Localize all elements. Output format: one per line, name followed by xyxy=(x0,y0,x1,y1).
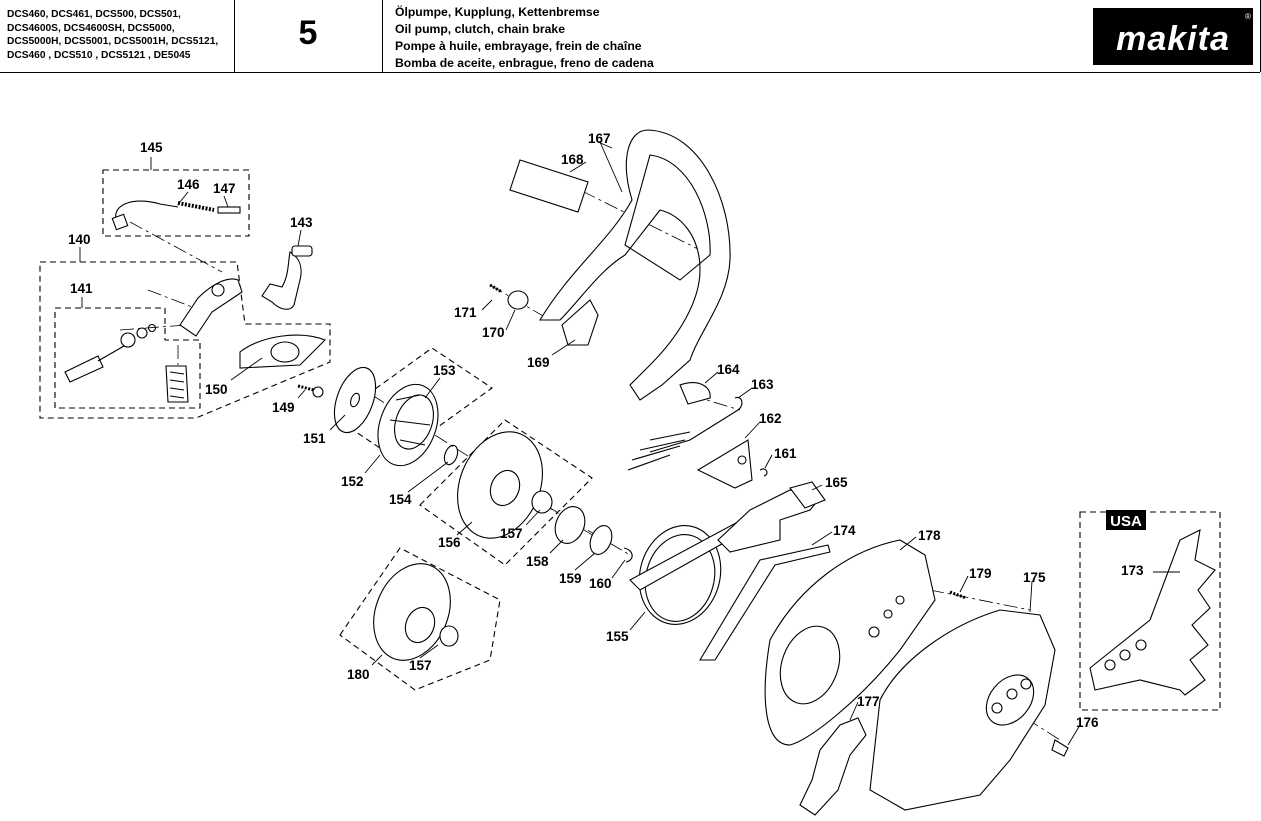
model-line: DCS460, DCS461, DCS500, DCS501, xyxy=(7,9,181,20)
group-frame-152 xyxy=(334,347,493,459)
sprocket-cover-part xyxy=(799,609,1069,816)
usa-badge-label: USA xyxy=(1110,513,1142,530)
clutch-drum-parts xyxy=(373,431,633,661)
usa-badge xyxy=(1106,510,1146,530)
part-label-146: 146 xyxy=(177,177,200,192)
part-label-171: 171 xyxy=(454,305,477,320)
part-label-163: 163 xyxy=(751,377,774,392)
part-label-169: 169 xyxy=(527,355,550,370)
part-label-164: 164 xyxy=(717,362,740,377)
part-label-177: 177 xyxy=(857,694,880,709)
part-label-170: 170 xyxy=(482,325,505,340)
part-label-180: 180 xyxy=(347,667,370,682)
title-de: Ölpumpe, Kupplung, Kettenbremse xyxy=(395,5,600,19)
title-en: Oil pump, clutch, chain brake xyxy=(395,22,565,36)
part-label-167: 167 xyxy=(588,131,611,146)
clutch-parts xyxy=(297,366,459,467)
group-frame-usa xyxy=(1079,511,1221,711)
part-label-176: 176 xyxy=(1076,715,1099,730)
part-label-153: 153 xyxy=(433,363,456,378)
part-label-162: 162 xyxy=(759,411,782,426)
chain-plate-parts xyxy=(699,539,967,746)
brake-linkage-parts xyxy=(627,382,826,553)
page-number: 5 xyxy=(298,14,318,52)
part-label-174: 174 xyxy=(833,523,856,538)
hose-part xyxy=(261,245,313,310)
part-callouts: 145 146 147 143 140 141 150 149 151 153 … xyxy=(68,131,1144,730)
registered-mark: ® xyxy=(1245,12,1251,21)
part-label-140: 140 xyxy=(68,232,91,247)
header-divider xyxy=(382,0,383,72)
part-label-159: 159 xyxy=(559,571,582,586)
part-label-156: 156 xyxy=(438,535,461,550)
model-line: DCS5000H, DCS5001, DCS5001H, DCS5121, xyxy=(7,36,219,48)
part-label-149: 149 xyxy=(272,400,295,415)
part-label-143: 143 xyxy=(290,215,313,230)
part-label-147: 147 xyxy=(213,181,236,196)
part-label-155: 155 xyxy=(606,629,629,644)
part-label-157: 157 xyxy=(409,658,432,673)
bumper-spike-part xyxy=(1089,529,1216,696)
model-line: DCS460 , DCS510 , DCS5121 , DE5045 xyxy=(7,49,191,61)
part-label-160: 160 xyxy=(589,576,612,591)
part-label-157: 157 xyxy=(500,526,523,541)
header-divider xyxy=(234,0,235,72)
part-label-151: 151 xyxy=(303,431,326,446)
model-list: DCS460, DCS461, DCS500, DCS501, DCS4600S… xyxy=(7,8,235,62)
group-frame-180 xyxy=(339,547,501,691)
makita-logo: makita ® xyxy=(1093,8,1253,65)
title-fr: Pompe à huile, embrayage, frein de chaîn… xyxy=(395,39,642,53)
title-es: Bomba de aceite, enbrague, freno de cade… xyxy=(395,56,654,70)
part-label-175: 175 xyxy=(1023,570,1046,585)
part-label-158: 158 xyxy=(526,554,549,569)
group-frame-141 xyxy=(54,307,201,409)
group-frame-145 xyxy=(102,169,250,237)
page-header: DCS460, DCS461, DCS500, DCS501, DCS4600S… xyxy=(0,0,1261,73)
part-label-152: 152 xyxy=(341,474,364,489)
group-frame-140 xyxy=(39,261,331,419)
leader-lines xyxy=(79,141,1180,746)
oil-line-parts xyxy=(111,200,241,231)
hand-guard-part xyxy=(489,129,731,401)
part-label-154: 154 xyxy=(389,492,412,507)
part-label-168: 168 xyxy=(561,152,584,167)
part-label-161: 161 xyxy=(774,446,797,461)
brand-wordmark: makita xyxy=(1116,20,1230,58)
part-label-145: 145 xyxy=(140,140,163,155)
part-label-178: 178 xyxy=(918,528,941,543)
oil-pump-parts xyxy=(64,278,326,403)
part-label-150: 150 xyxy=(205,382,228,397)
part-label-165: 165 xyxy=(825,475,848,490)
part-label-179: 179 xyxy=(969,566,992,581)
part-label-141: 141 xyxy=(70,281,93,296)
model-line: DCS4600S, DCS4600SH, DCS5000, xyxy=(7,22,175,34)
section-titles: Ölpumpe, Kupplung, Kettenbremse Oil pump… xyxy=(395,4,654,72)
part-label-173: 173 xyxy=(1121,563,1144,578)
